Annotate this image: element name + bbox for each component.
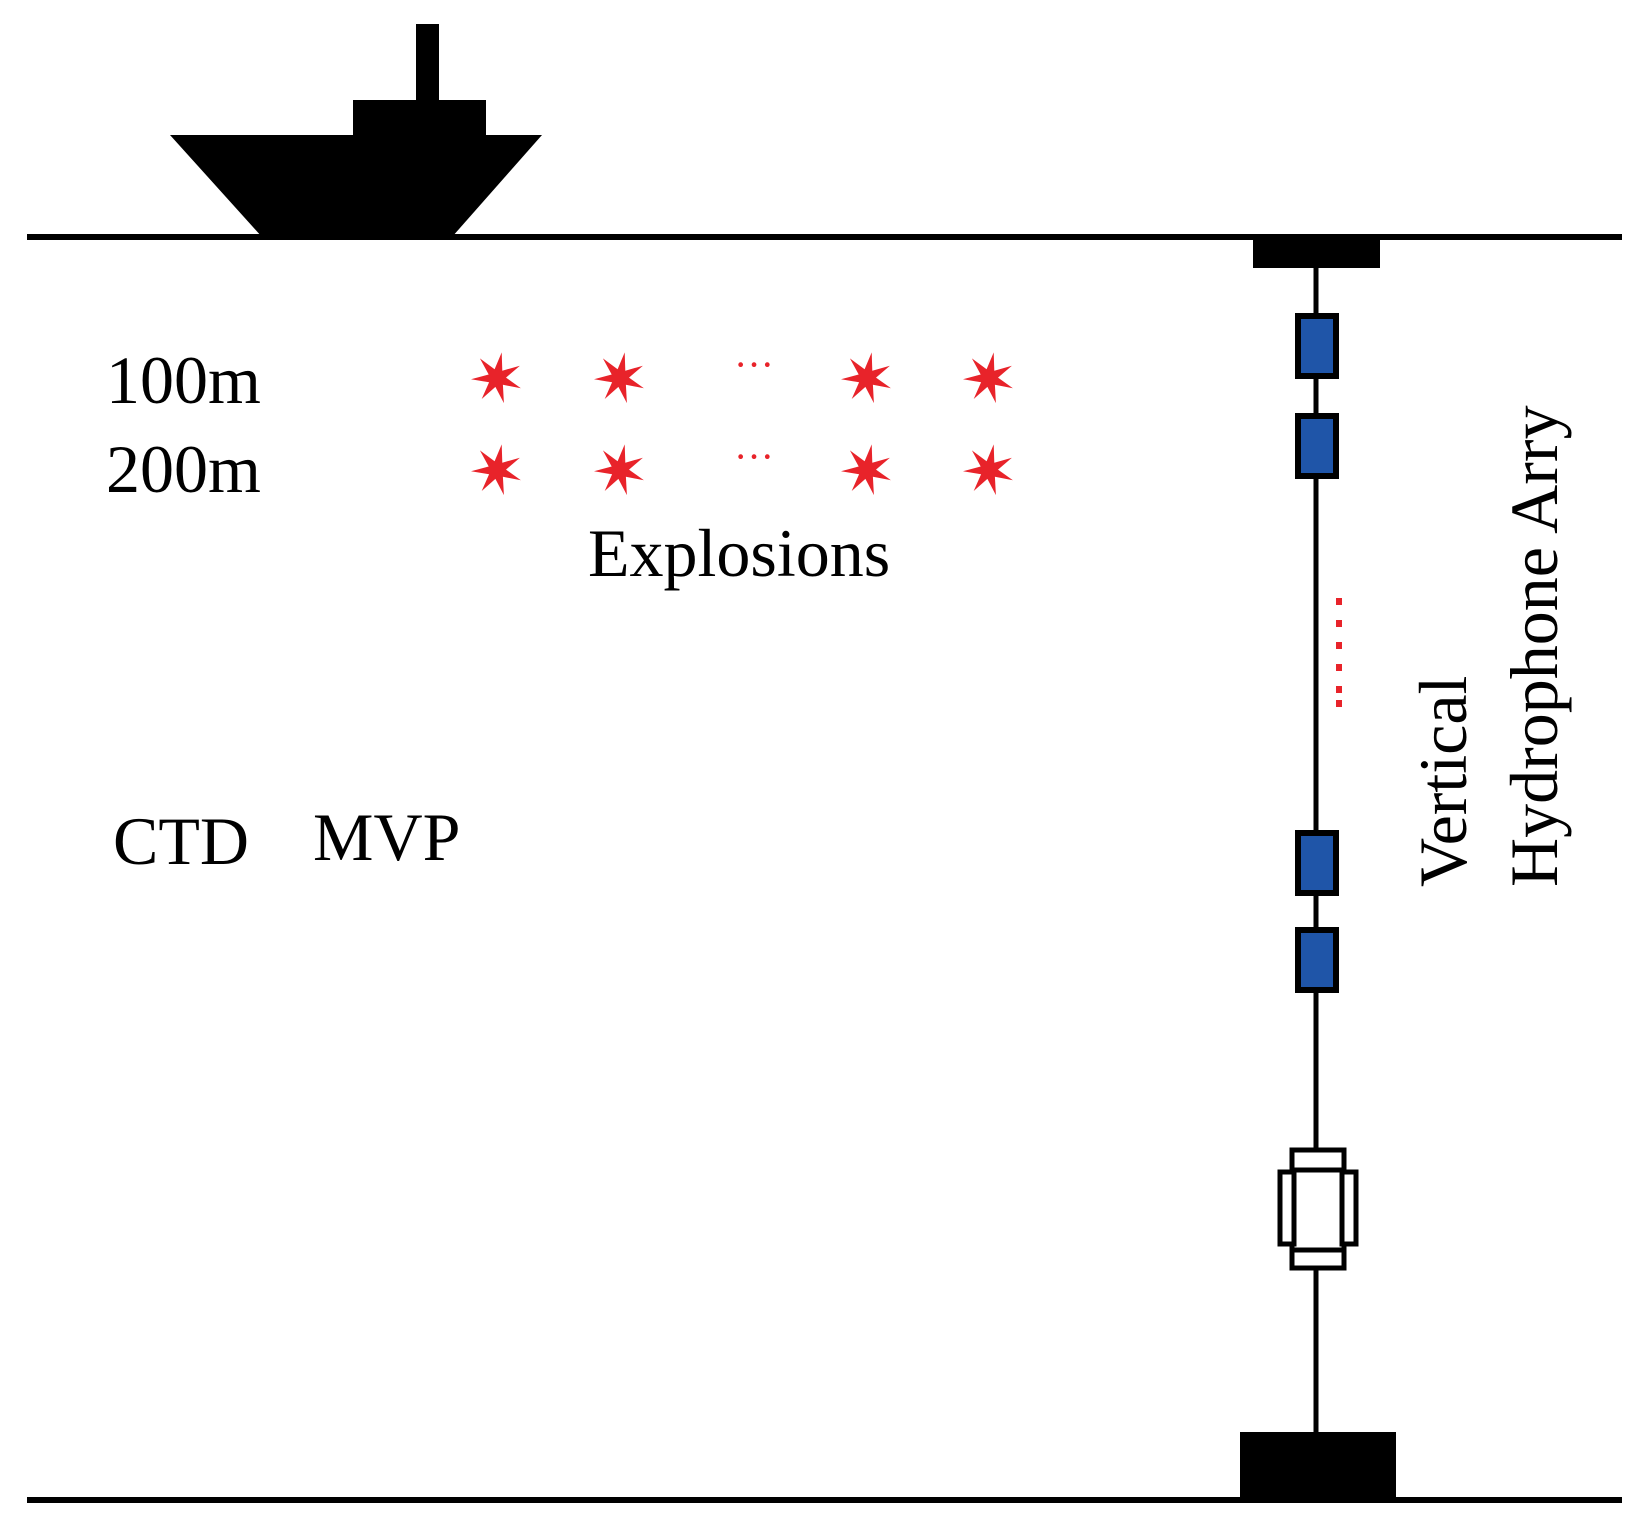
array-label-line1: Vertical bbox=[1405, 676, 1481, 887]
hydrophone-element-icon bbox=[1295, 830, 1339, 896]
explosion-row-200m bbox=[471, 444, 1013, 496]
seabed-anchor-icon bbox=[1240, 1432, 1396, 1500]
acoustic-release-icon bbox=[1277, 1147, 1359, 1271]
explosion-star-icon bbox=[471, 444, 521, 496]
array-ellipsis-icon bbox=[1336, 598, 1342, 707]
explosions-label: Explosions bbox=[588, 515, 890, 591]
ctd-label: CTD bbox=[113, 803, 249, 879]
hydrophone-element-icon bbox=[1295, 313, 1339, 379]
explosion-star-icon bbox=[841, 444, 891, 496]
explosion-star-icon bbox=[594, 352, 644, 404]
ship-icon bbox=[170, 24, 542, 237]
array-label-line2: Hydrophone Arry bbox=[1496, 405, 1572, 887]
explosion-star-icon bbox=[594, 444, 644, 496]
mvp-label: MVP bbox=[313, 799, 460, 875]
explosion-star-icon bbox=[963, 444, 1013, 496]
explosion-star-icon bbox=[841, 352, 891, 404]
hydrophone-element-icon bbox=[1295, 927, 1339, 993]
hydrophone-element-icon bbox=[1295, 413, 1339, 479]
depth-label-200m: 200m bbox=[106, 431, 261, 507]
explosion-row-100m bbox=[471, 352, 1013, 404]
explosion-star-icon bbox=[963, 352, 1013, 404]
explosion-ellipsis-row1: ··· bbox=[734, 342, 774, 387]
explosion-ellipsis-row2: ··· bbox=[734, 434, 774, 479]
depth-label-100m: 100m bbox=[106, 342, 261, 418]
surface-buoy-icon bbox=[1253, 239, 1380, 268]
explosion-star-icon bbox=[471, 352, 521, 404]
